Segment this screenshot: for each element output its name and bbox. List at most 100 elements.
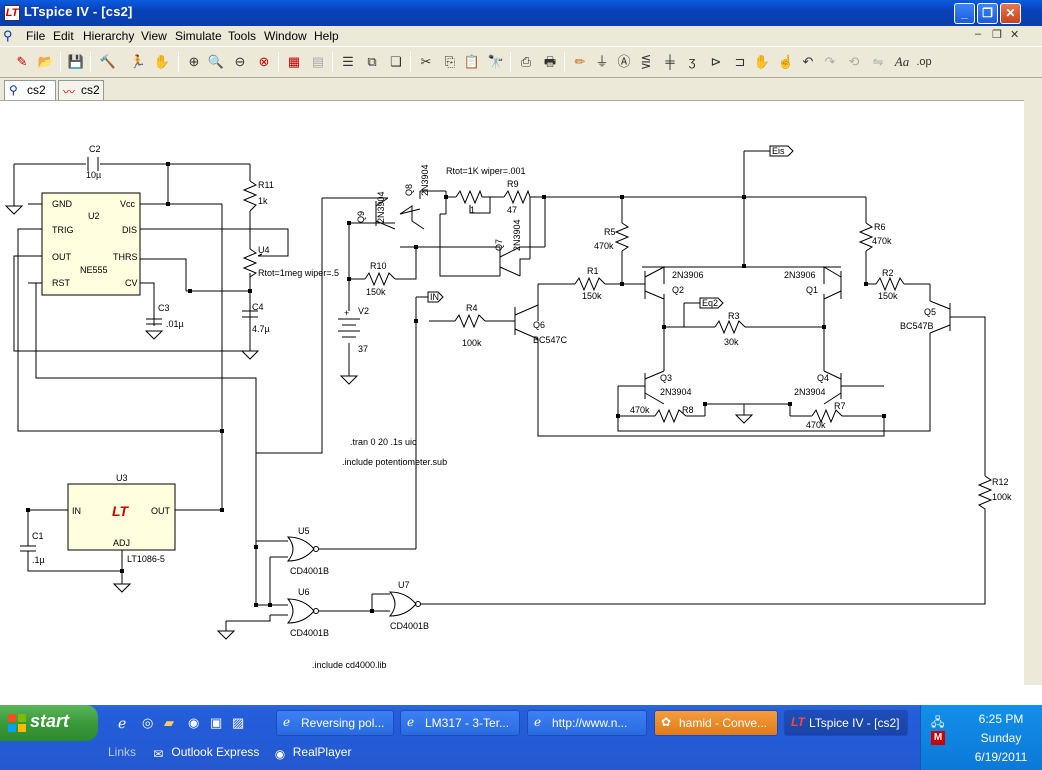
control-panel-icon[interactable]: 🔨 (99, 54, 117, 69)
svg-text:CD4001B: CD4001B (390, 621, 429, 631)
component-icon[interactable]: ⊐ (734, 54, 746, 69)
c2-value: 10µ (86, 170, 101, 180)
minimize-button[interactable]: _ (954, 3, 975, 24)
menu-simulate[interactable]: Simulate (175, 29, 222, 43)
svg-text:C3: C3 (158, 303, 170, 313)
grid-icon[interactable]: ▤ (311, 54, 325, 69)
svg-text:THRS: THRS (113, 252, 138, 262)
svg-text:R2: R2 (882, 268, 894, 278)
svg-text:2N3906: 2N3906 (672, 270, 704, 280)
undo-icon[interactable]: ↶ (802, 54, 814, 69)
schematic-doc-icon[interactable]: ⚲ (3, 28, 13, 43)
vertical-scrollbar[interactable] (1024, 100, 1042, 685)
save-icon[interactable]: 💾 (67, 54, 85, 69)
ie-page-icon: ℯ (534, 715, 542, 729)
move-icon[interactable]: ✋ (753, 54, 771, 69)
halt-icon[interactable]: ✋ (153, 54, 171, 69)
capacitor-c2: C2 10µ (86, 144, 101, 180)
svg-text:150k: 150k (582, 291, 602, 301)
start-button[interactable]: start (0, 705, 98, 741)
realplayer-link[interactable]: ◉RealPlayer (274, 745, 352, 761)
run-icon[interactable]: 🏃 (129, 54, 147, 69)
zoom-in-icon[interactable]: ⊕ (188, 54, 200, 69)
svg-text:U7: U7 (398, 580, 410, 590)
transistor-q5: Q5 BC547B (900, 300, 951, 334)
antivirus-icon[interactable]: M (931, 731, 945, 745)
ie-icon[interactable]: ℯ (118, 715, 127, 731)
outlook-icon: ✉ (153, 747, 164, 761)
media-icon[interactable]: ◉ (188, 715, 200, 730)
svg-text:NE555: NE555 (80, 265, 108, 275)
svg-text:Q3: Q3 (660, 373, 672, 383)
mdi-close-button[interactable]: ✕ (1010, 29, 1020, 41)
new-schematic-icon[interactable]: ✎ (16, 54, 28, 69)
redo-icon[interactable]: ↷ (824, 54, 836, 69)
diode-icon[interactable]: ⊳ (710, 54, 722, 69)
open-icon[interactable]: 📂 (37, 54, 55, 69)
wire-icon[interactable]: ✏ (574, 54, 586, 69)
ground-icon[interactable]: ⏚ (595, 54, 609, 69)
print-icon[interactable]: 🖶 (543, 54, 557, 69)
tab-schematic-label: cs2 (27, 83, 46, 97)
tile-horizontal-icon[interactable]: ☰ (342, 54, 354, 69)
tab-waveform[interactable]: 〰 cs2 (58, 80, 104, 100)
folder-icon[interactable]: ▰ (164, 715, 174, 730)
find-icon[interactable]: 🔭 (487, 54, 505, 69)
svg-text:R8: R8 (682, 405, 694, 415)
menu-tools[interactable]: Tools (228, 29, 257, 43)
copy-icon[interactable]: ⎘ (444, 54, 456, 69)
zoom-pan-icon[interactable]: 🔍 (207, 54, 225, 69)
svg-text:U5: U5 (298, 526, 310, 536)
menu-help[interactable]: Help (314, 29, 339, 43)
ltspice-app-icon[interactable]: LT (4, 5, 20, 21)
svg-text:R1: R1 (587, 266, 599, 276)
tab-schematic[interactable]: ⚲ cs2 (4, 80, 56, 101)
schematic-canvas[interactable]: C2 10µ R11 1k GND Vcc U2 TRIG DIS OUT TH… (0, 100, 1024, 685)
resistor-icon[interactable]: ⋚ (640, 54, 652, 69)
tile-vertical-icon[interactable]: ⧉ (367, 54, 377, 69)
outlook-express-link[interactable]: ✉Outlook Express (153, 745, 260, 761)
menu-window[interactable]: Window (264, 29, 307, 43)
close-button[interactable]: ✕ (1000, 3, 1021, 24)
mdi-restore-button[interactable]: ❐ (992, 29, 1002, 41)
network-icon[interactable]: 🖧 (931, 715, 945, 729)
menu-edit[interactable]: Edit (53, 29, 74, 43)
task-hamid[interactable]: ✿hamid - Conve... (654, 710, 778, 736)
svg-text:Rtot=1meg wiper=.5: Rtot=1meg wiper=.5 (258, 268, 339, 278)
ie2-icon[interactable]: ◎ (142, 715, 154, 730)
spice-directive-icon[interactable]: .op (916, 56, 932, 68)
resistor-r11: R11 1k (242, 180, 274, 212)
resistor-r7: R7 470k (806, 401, 846, 430)
text-icon[interactable]: Aa (894, 54, 910, 69)
cut-icon[interactable]: ✂ (420, 54, 432, 69)
menu-view[interactable]: View (141, 29, 167, 43)
print-setup-icon[interactable]: ⎙ (520, 54, 532, 69)
drag-icon[interactable]: ☝ (777, 54, 795, 69)
zoom-fit-icon[interactable]: ⊗ (258, 54, 270, 69)
capacitor-icon[interactable]: ╪ (665, 54, 675, 69)
menu-hierarchy[interactable]: Hierarchy (83, 29, 135, 43)
window-title: LTspice IV - [cs2] (24, 4, 133, 19)
mdi-minimize-button[interactable]: – (975, 28, 982, 40)
clock-time[interactable]: 6:25 PM (978, 712, 1024, 726)
autorange-icon[interactable]: ▦ (287, 54, 301, 69)
menu-file[interactable]: File (26, 29, 46, 43)
inductor-icon[interactable]: ʒ (688, 54, 696, 69)
paint-icon[interactable]: ▨ (232, 715, 245, 730)
net-label-eq2: Eq2 (699, 297, 724, 309)
paste-icon[interactable]: 📋 (463, 54, 481, 69)
zoom-out-icon[interactable]: ⊖ (234, 54, 246, 69)
desktop-icon[interactable]: ▣ (210, 715, 223, 730)
clock-date: 6/19/2011 (974, 750, 1028, 764)
cascade-icon[interactable]: ❏ (390, 54, 402, 69)
rotate-icon[interactable]: ⟲ (848, 54, 860, 69)
mirror-icon[interactable]: ⇋ (872, 54, 884, 69)
svg-text:30k: 30k (724, 337, 739, 347)
label-net-icon[interactable]: Ⓐ (617, 54, 631, 69)
system-tray: 🖧 M 6:25 PM Sunday 6/19/2011 (920, 705, 1042, 770)
maximize-button[interactable]: ❐ (977, 3, 998, 24)
